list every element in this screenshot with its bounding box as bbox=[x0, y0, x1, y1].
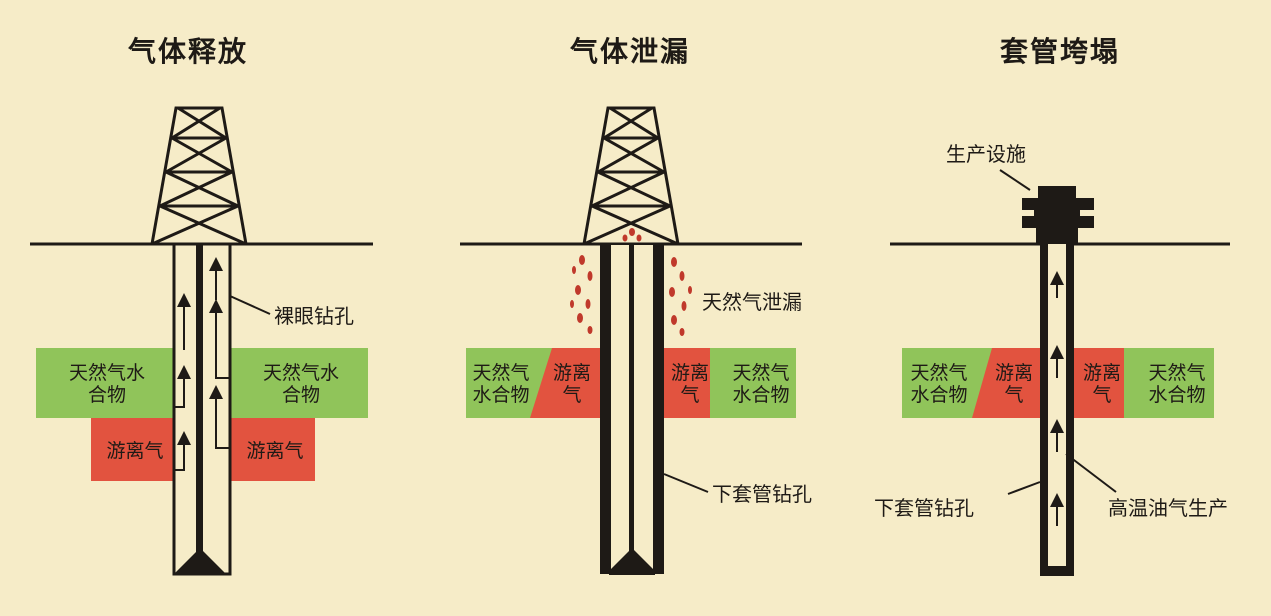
facility-callout-line bbox=[999, 169, 1031, 191]
zone-free-gas-left: 游离气 bbox=[994, 362, 1033, 406]
hydrate-layer-right bbox=[1124, 348, 1214, 418]
zone-hydrate-right: 天然气水合物 bbox=[262, 362, 339, 406]
label-production-facility: 生产设施 bbox=[946, 142, 1026, 166]
label-cased-borehole: 下套管钻孔 bbox=[874, 496, 974, 520]
zone-hydrate-right: 天然气水合物 bbox=[732, 362, 790, 406]
panel-title-casing-collapse: 套管垮塌 bbox=[1000, 35, 1121, 68]
free-gas-layer-left bbox=[91, 418, 174, 481]
hydrate-layer-right bbox=[230, 348, 368, 418]
zone-hydrate-left: 天然气水合物 bbox=[910, 362, 968, 406]
drilling-derrick bbox=[582, 106, 680, 246]
cased-borehole bbox=[600, 243, 664, 575]
panel-title-gas-leak: 气体泄漏 bbox=[570, 35, 691, 68]
panel-gas-leak bbox=[460, 106, 802, 575]
label-cased-borehole: 下套管钻孔 bbox=[712, 482, 812, 506]
hydrate-layer-left bbox=[36, 348, 174, 418]
free-gas-layer-right bbox=[230, 418, 315, 481]
zone-hydrate-left: 天然气水合物 bbox=[472, 362, 530, 406]
zone-hydrate-left: 天然气水合物 bbox=[68, 362, 145, 406]
panel-gas-release bbox=[30, 106, 373, 576]
panel-title-gas-release: 气体释放 bbox=[128, 35, 249, 68]
panel-casing-collapse bbox=[890, 169, 1230, 576]
drilling-derrick bbox=[150, 106, 248, 246]
label-open-borehole: 裸眼钻孔 bbox=[274, 304, 354, 328]
cased-hole-callout-line bbox=[663, 473, 709, 493]
zone-free-gas-left: 游离气 bbox=[552, 362, 591, 406]
open-borehole bbox=[172, 242, 232, 576]
free-gas-zone-left bbox=[530, 348, 600, 418]
zone-free-gas-right: 游离气 bbox=[1082, 362, 1121, 406]
free-gas-zone-left bbox=[972, 348, 1040, 418]
zone-free-gas-right: 游离气 bbox=[246, 440, 304, 462]
production-facility bbox=[1022, 186, 1094, 244]
open-hole-callout-line bbox=[229, 295, 271, 315]
label-hot-production: 高温油气生产 bbox=[1108, 496, 1228, 520]
zone-hydrate-right: 天然气水合物 bbox=[1148, 362, 1206, 406]
hydrate-layer-right bbox=[710, 348, 796, 418]
label-gas-leak: 天然气泄漏 bbox=[702, 290, 802, 314]
cased-hole-callout-line bbox=[1007, 481, 1041, 495]
gas-flow-arrows bbox=[174, 257, 230, 471]
gas-leak-bubbles bbox=[570, 228, 692, 336]
zone-free-gas-left: 游离气 bbox=[106, 440, 164, 462]
zone-free-gas-right: 游离气 bbox=[670, 362, 709, 406]
production-callout-line bbox=[1065, 453, 1117, 493]
